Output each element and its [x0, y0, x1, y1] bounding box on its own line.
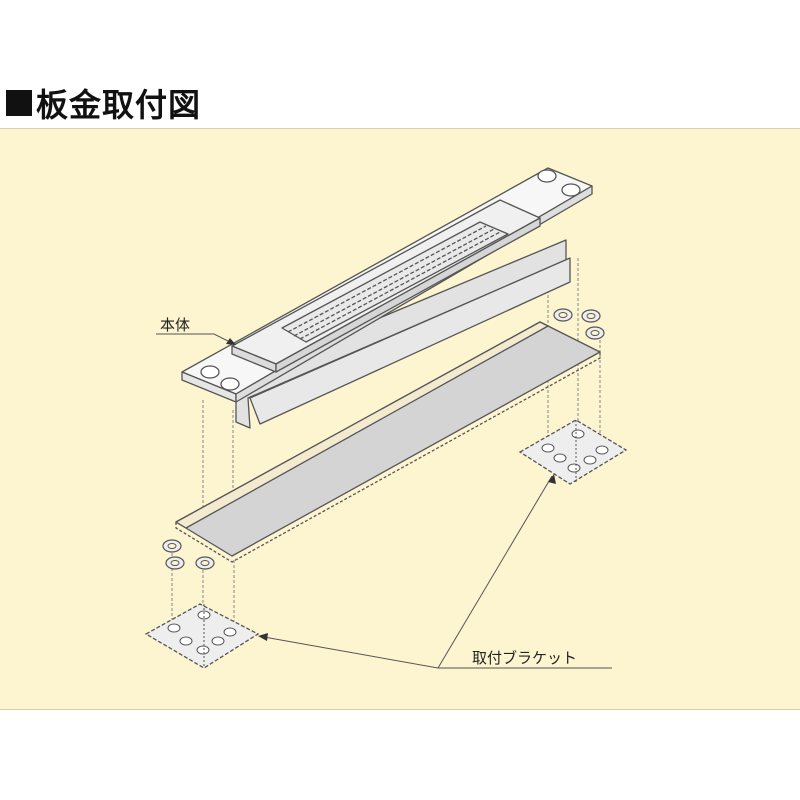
leader-lines	[156, 333, 612, 669]
bracket-right	[518, 419, 628, 485]
mounting-plate	[175, 321, 601, 563]
page-title: 板金取付図	[6, 82, 201, 124]
leader-arrowheads	[226, 338, 556, 641]
lock-body	[181, 167, 593, 429]
washer-holes	[167, 312, 600, 566]
body-screw-holes	[200, 169, 581, 391]
title-square-icon	[6, 90, 32, 116]
title-text: 板金取付図	[36, 86, 202, 124]
bracket-label: 取付ブラケット	[472, 649, 577, 667]
bracket-left	[144, 603, 260, 669]
body-label: 本体	[160, 316, 190, 334]
